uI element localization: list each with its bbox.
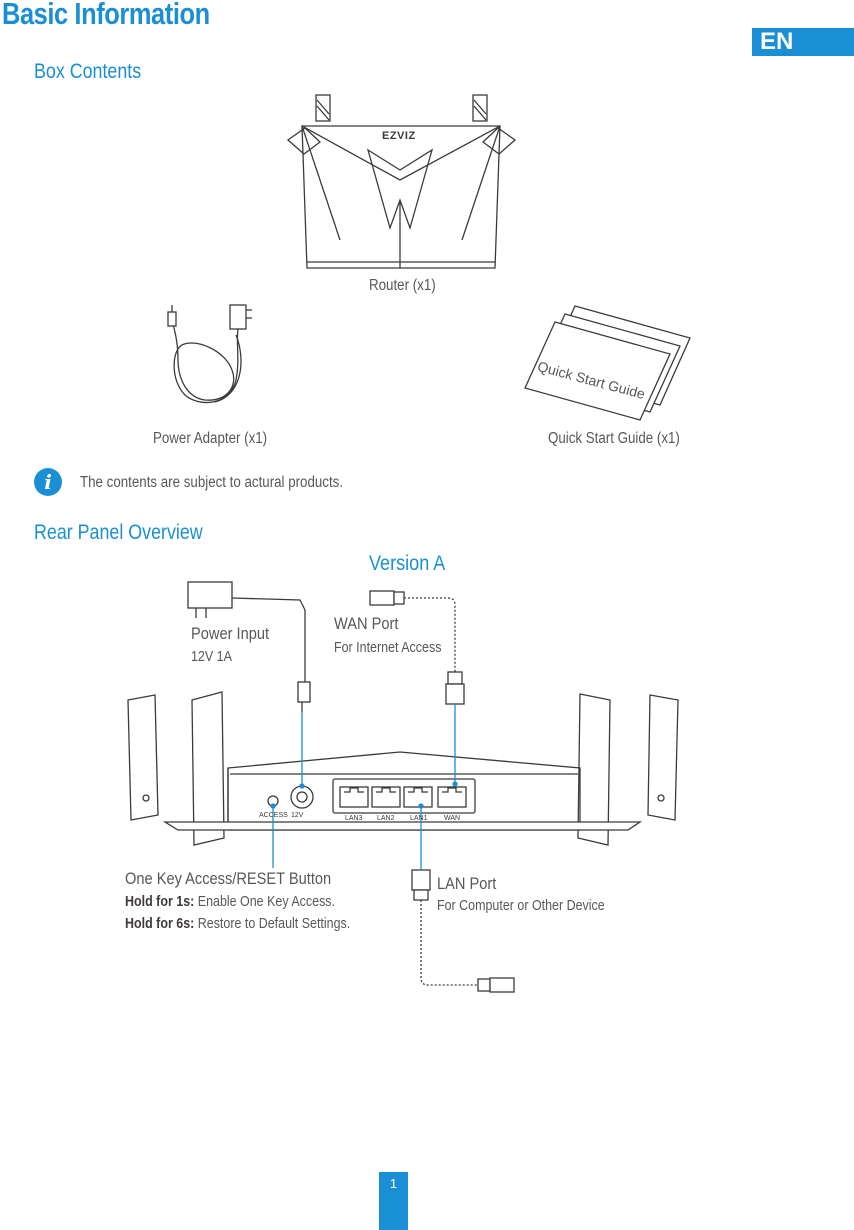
reset-button-label: One Key Access/RESET Button — [125, 869, 332, 888]
wan-port-sub: For Internet Access — [334, 640, 442, 656]
power-input-label: Power Input — [191, 624, 270, 643]
rear-panel-illustration — [127, 581, 679, 993]
panel-label-lan3: LAN3 — [345, 815, 363, 822]
panel-label-access: ACCESS — [259, 812, 288, 819]
router-caption: Router (x1) — [369, 277, 436, 294]
router-brand-logo: EZVIZ — [382, 130, 416, 142]
page-title: Basic Information — [2, 0, 210, 31]
guide-caption: Quick Start Guide (x1) — [548, 430, 680, 447]
panel-label-wan: WAN — [444, 815, 461, 822]
guide-illustration — [524, 305, 691, 421]
lan-port-label: LAN Port — [437, 874, 497, 893]
page-number: 1 — [379, 1172, 408, 1230]
power-input-sub: 12V 1A — [191, 649, 232, 665]
language-badge: EN — [752, 28, 854, 56]
adapter-caption: Power Adapter (x1) — [153, 430, 268, 447]
info-icon: i — [34, 468, 62, 496]
wan-port-label: WAN Port — [334, 614, 399, 633]
rear-panel-heading: Rear Panel Overview — [34, 521, 203, 544]
power-adapter-illustration — [167, 304, 252, 404]
note-text: The contents are subject to actural prod… — [80, 474, 344, 491]
panel-label-lan2: LAN2 — [377, 815, 395, 822]
box-contents-heading: Box Contents — [34, 60, 142, 83]
router-front-illustration — [286, 94, 517, 269]
version-label: Version A — [369, 552, 446, 575]
reset-hold-6s: Hold for 6s: Restore to Default Settings… — [125, 916, 351, 932]
callout-lines — [270, 704, 458, 870]
reset-hold-1s: Hold for 1s: Enable One Key Access. — [125, 894, 336, 910]
panel-label-lan1: LAN1 — [410, 815, 428, 822]
lan-port-sub: For Computer or Other Device — [437, 898, 605, 914]
panel-label-power: 12V — [291, 812, 304, 819]
